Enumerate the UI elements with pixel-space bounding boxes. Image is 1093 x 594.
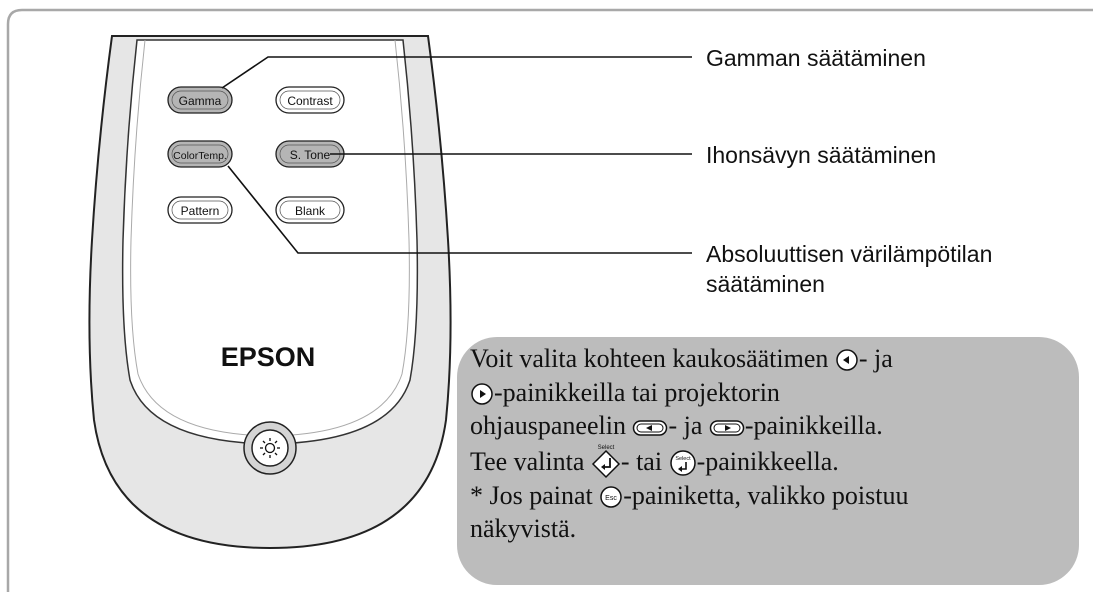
pattern-button[interactable]: Pattern [168, 197, 232, 223]
color-temp-callout-line2: säätäminen [706, 269, 825, 299]
gamma-button-label: Gamma [179, 94, 222, 108]
note-line-1: Voit valita kohteen kaukosäätimen - ja [470, 342, 1070, 376]
esc-button-label: Esc [605, 495, 617, 502]
note-line-5: * Jos painat Esc-painiketta, valikko poi… [470, 479, 1070, 513]
remote-inner-panel [123, 40, 418, 444]
note-line-6: näkyvistä. [470, 512, 1070, 546]
colortemp-button[interactable]: ColorTemp. [168, 141, 232, 167]
blank-button[interactable]: Blank [276, 197, 344, 223]
remote-select-button-icon: Select [669, 449, 697, 477]
contrast-button[interactable]: Contrast [276, 87, 344, 113]
pattern-button-label: Pattern [181, 204, 220, 218]
light-button[interactable] [244, 422, 296, 474]
note-text: Voit valita kohteen kaukosäätimen - ja -… [470, 342, 1070, 546]
panel-right-button-icon [709, 417, 745, 439]
contrast-button-label: Contrast [287, 94, 333, 108]
left-arrow-button-icon [835, 348, 859, 372]
blank-button-label: Blank [295, 204, 326, 218]
panel-select-button-icon: Select [591, 443, 621, 479]
note-line-3: ohjauspaneelin - ja -painikkeilla. [470, 409, 1070, 443]
note-line-2: -painikkeilla tai projektorin [470, 376, 1070, 410]
stone-button-label: S. Tone [290, 148, 331, 162]
brand-logo: EPSON [221, 342, 316, 372]
gamma-button[interactable]: Gamma [168, 87, 232, 113]
gamma-callout: Gamman säätäminen [706, 43, 926, 73]
esc-button-icon: Esc [599, 485, 623, 509]
colortemp-button-label: ColorTemp. [173, 150, 227, 162]
color-temp-callout-line1: Absoluuttisen värilämpötilan [706, 239, 992, 269]
note-line-4: Tee valinta Select- tai Select-painikkee… [470, 443, 1070, 479]
skin-tone-callout: Ihonsävyn säätäminen [706, 140, 936, 170]
right-arrow-button-icon [470, 382, 494, 406]
remote-select-label: Select [675, 456, 691, 462]
panel-left-button-icon [632, 417, 668, 439]
